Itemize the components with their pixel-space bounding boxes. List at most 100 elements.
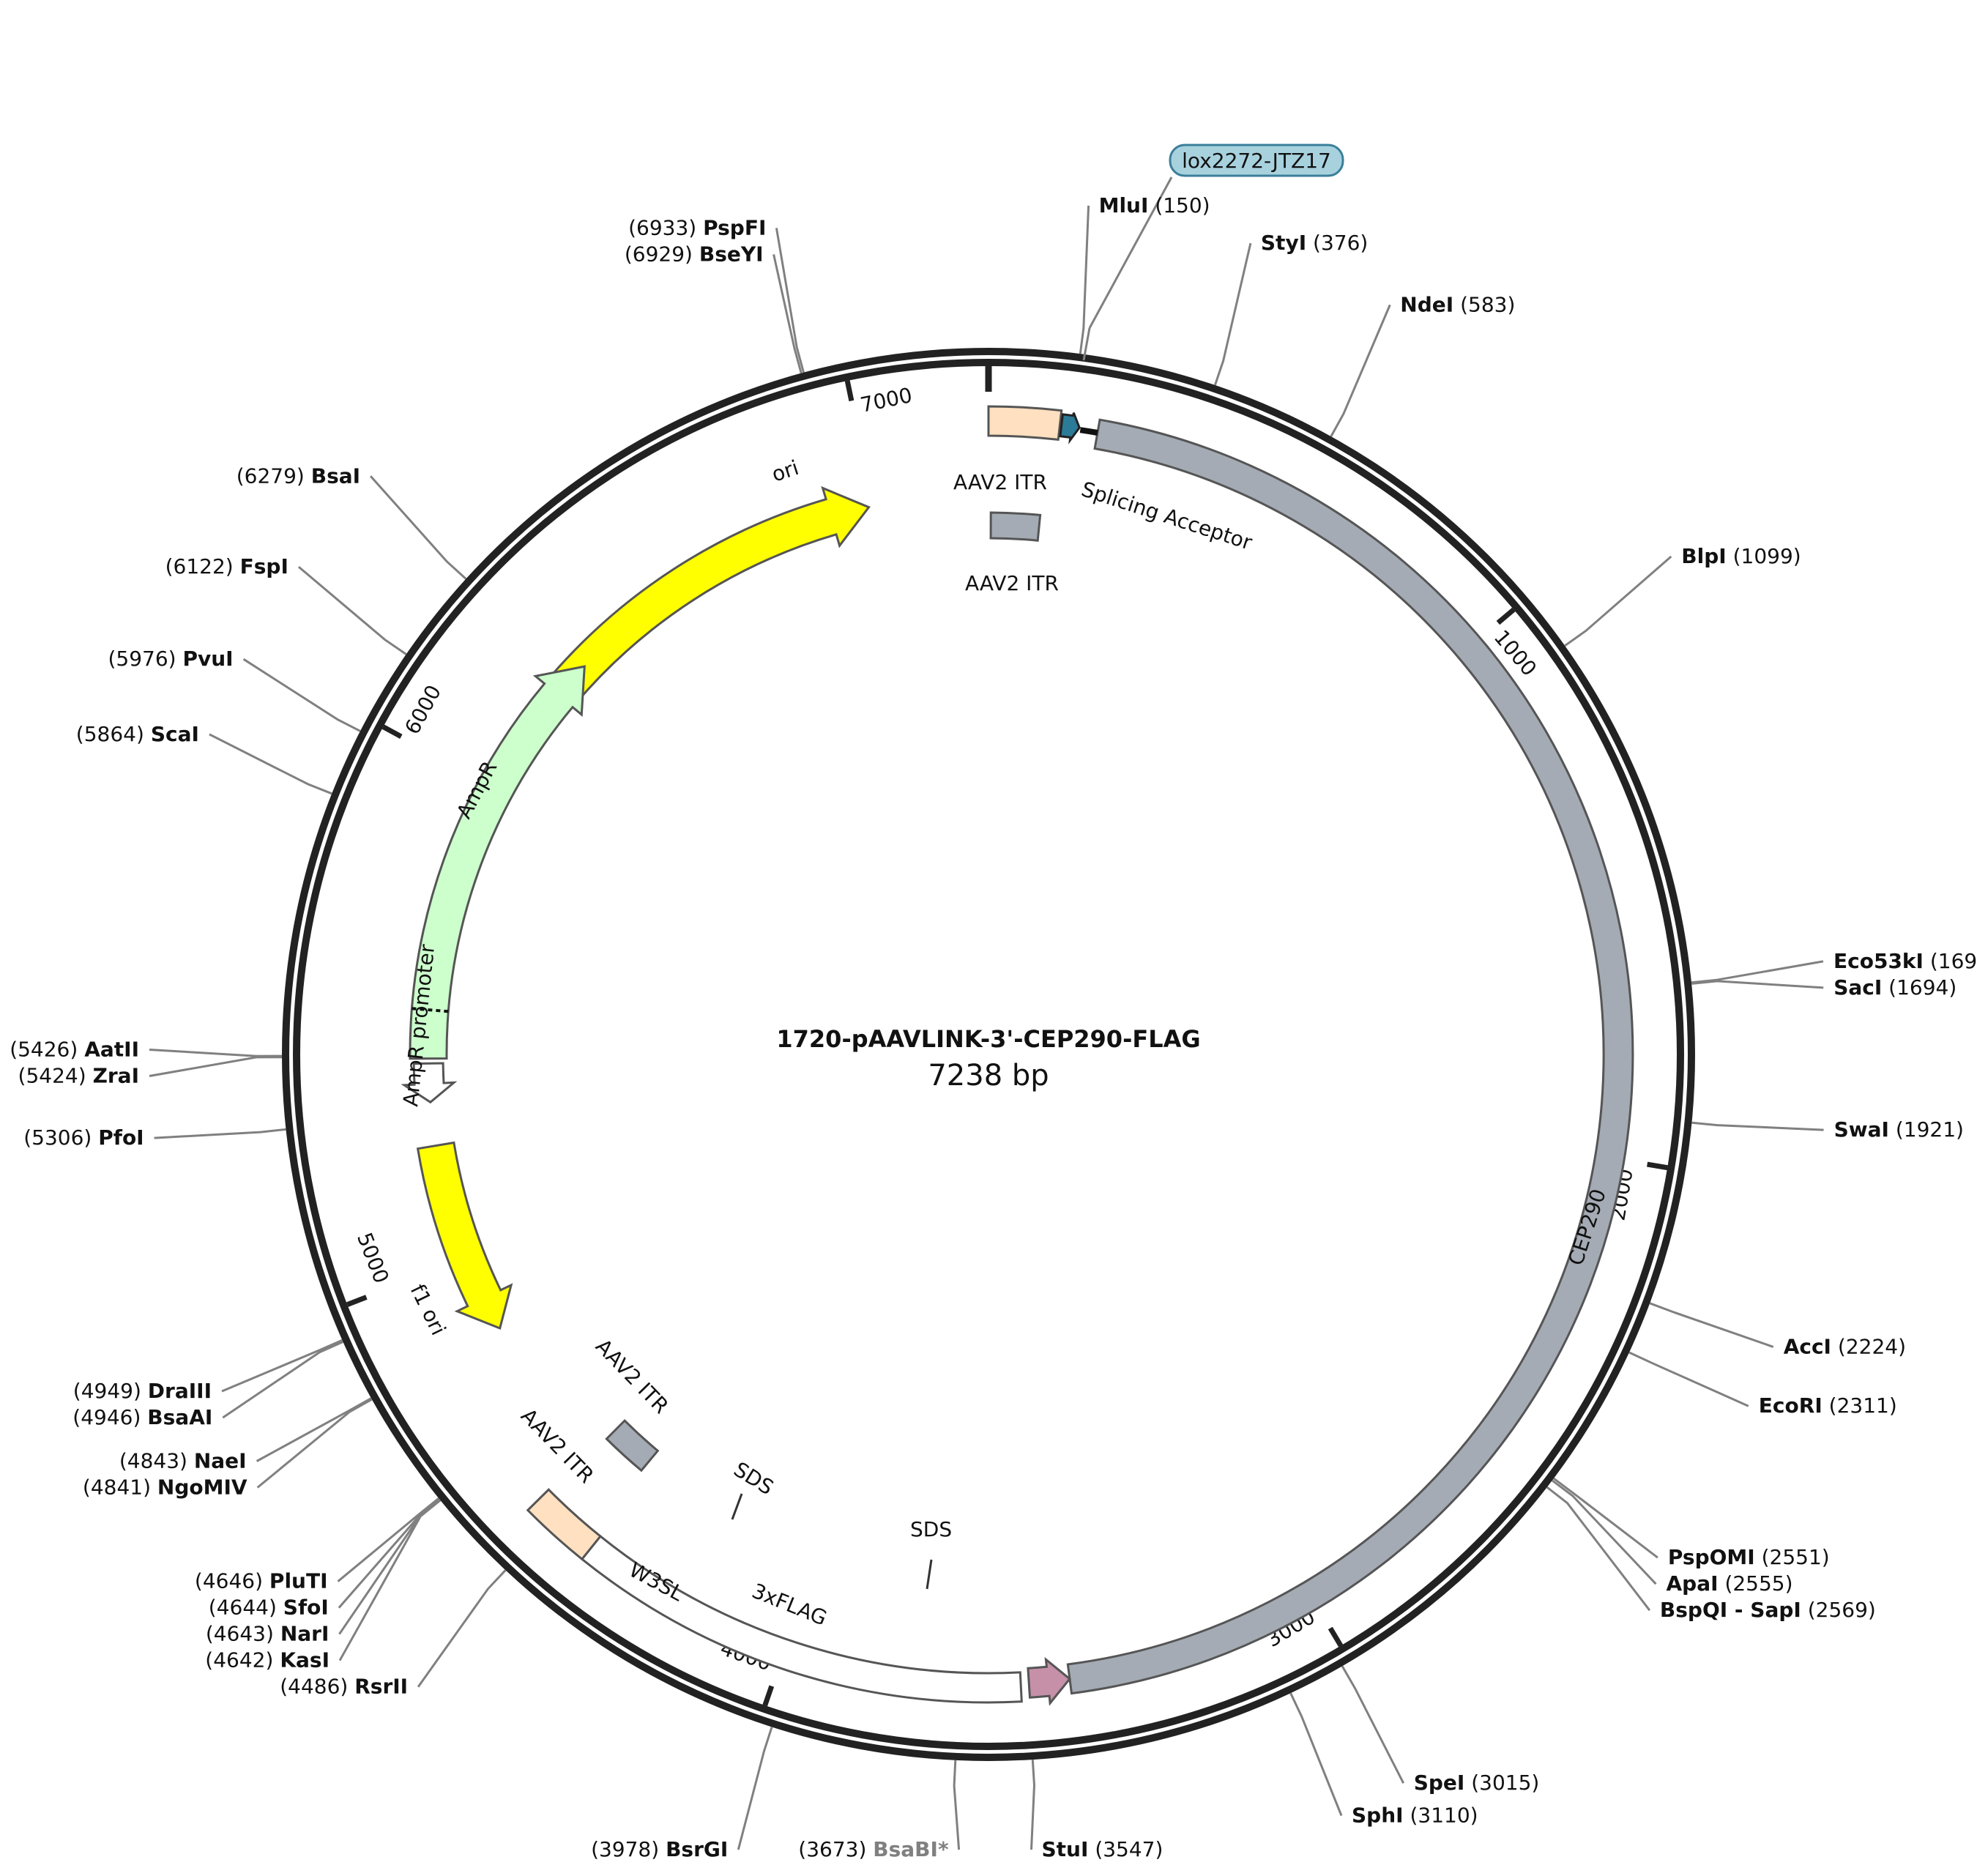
restriction-site-label[interactable]: SphI (3110) bbox=[1352, 1804, 1478, 1828]
site-position: (376) bbox=[1313, 231, 1368, 255]
site-name: SphI bbox=[1352, 1804, 1404, 1828]
lox2272-badge-bg bbox=[1169, 144, 1344, 177]
restriction-site-label[interactable]: SacI (1694) bbox=[1833, 975, 1956, 1000]
w3sl-feature[interactable] bbox=[580, 1534, 1023, 1704]
restriction-site-label[interactable]: SwaI (1921) bbox=[1834, 1117, 1964, 1142]
restriction-site-label[interactable]: (4644) SfoI bbox=[209, 1596, 329, 1620]
restriction-site-label[interactable]: (4841) NgoMIV bbox=[83, 1475, 247, 1500]
site-position: (583) bbox=[1460, 292, 1515, 316]
lox2272-badge[interactable]: lox2272-JTZ17 bbox=[1169, 144, 1344, 177]
site-position: (4949) bbox=[73, 1379, 141, 1403]
restriction-site-label[interactable]: NdeI (583) bbox=[1400, 292, 1515, 316]
backbone-inner-ring bbox=[293, 359, 1684, 1750]
ori-label: ori bbox=[769, 455, 802, 487]
restriction-site-label[interactable]: (3978) BsrGI bbox=[591, 1837, 728, 1861]
tick-label: 7000 bbox=[858, 383, 915, 417]
restriction-site-label[interactable]: StyI (376) bbox=[1261, 231, 1368, 255]
site-line bbox=[953, 1760, 961, 1850]
site-name: BsaBI* bbox=[873, 1837, 949, 1861]
site-position: (4644) bbox=[209, 1596, 277, 1620]
site-position: (2224) bbox=[1838, 1334, 1906, 1358]
site-name: PluTI bbox=[269, 1569, 328, 1593]
restriction-site-label[interactable]: (4643) NarI bbox=[206, 1622, 330, 1646]
site-name: ApaI bbox=[1667, 1571, 1719, 1596]
site-line bbox=[154, 1128, 286, 1139]
itr-bottom-inner-label: AAV2 ITR bbox=[591, 1334, 674, 1418]
restriction-site-label[interactable]: (4949) DraIII bbox=[73, 1379, 212, 1403]
aav2-itr-bottom-outer[interactable] bbox=[526, 1488, 603, 1561]
site-line bbox=[1079, 205, 1090, 354]
site-name: DraIII bbox=[148, 1379, 212, 1403]
site-position: (5976) bbox=[108, 647, 176, 671]
aav2-itr-bottom-inner[interactable] bbox=[605, 1418, 660, 1473]
restriction-site-label[interactable]: AccI (2224) bbox=[1784, 1334, 1906, 1358]
itr-bottom-outer-label: AAV2 ITR bbox=[516, 1404, 599, 1488]
splicing-acceptor-marker[interactable] bbox=[1059, 412, 1081, 444]
site-position: (5426) bbox=[10, 1038, 78, 1062]
restriction-site-label[interactable]: (3673) BsaBI* bbox=[798, 1837, 949, 1861]
site-line bbox=[1649, 1302, 1774, 1348]
cep290-feature[interactable] bbox=[1066, 418, 1634, 1695]
restriction-site-label[interactable]: ApaI (2555) bbox=[1667, 1571, 1793, 1596]
site-position: (1921) bbox=[1896, 1117, 1964, 1142]
site-line bbox=[338, 1499, 442, 1661]
sds-mark-2 bbox=[926, 1559, 933, 1590]
tick-mark bbox=[1647, 1161, 1668, 1171]
plasmid-backbone bbox=[282, 348, 1695, 1761]
restriction-site-label[interactable]: (4642) KasI bbox=[205, 1648, 330, 1672]
site-name: BspQI - SapI bbox=[1660, 1598, 1801, 1622]
site-line bbox=[1551, 1479, 1657, 1585]
site-line bbox=[337, 1497, 440, 1582]
restriction-site-label[interactable]: PspOMI (2551) bbox=[1668, 1545, 1830, 1569]
site-line bbox=[256, 1398, 373, 1489]
restriction-site-label[interactable]: MluI (150) bbox=[1099, 193, 1210, 217]
restriction-site-label[interactable]: (5424) ZraI bbox=[18, 1064, 139, 1088]
restriction-site-label[interactable]: StuI (3547) bbox=[1042, 1837, 1164, 1861]
restriction-site-label[interactable]: (5864) ScaI bbox=[76, 722, 199, 746]
site-line bbox=[297, 565, 407, 655]
sds-mark-1 bbox=[731, 1493, 743, 1520]
site-name: RsrII bbox=[354, 1675, 408, 1699]
site-line bbox=[1628, 1351, 1749, 1407]
restriction-site-label[interactable]: (4946) BsaAI bbox=[72, 1405, 212, 1429]
site-name: SpeI bbox=[1414, 1771, 1465, 1795]
f1-ori-feature[interactable] bbox=[416, 1141, 513, 1330]
restriction-site-label[interactable]: (5976) PvuI bbox=[108, 647, 233, 671]
site-line bbox=[775, 228, 805, 373]
site-line bbox=[1691, 960, 1824, 984]
site-position: (3015) bbox=[1471, 1771, 1539, 1795]
restriction-site-label[interactable]: (6279) BsaI bbox=[237, 464, 360, 488]
aav2-itr-top-inner[interactable] bbox=[989, 511, 1042, 542]
site-position: (4643) bbox=[206, 1622, 274, 1646]
restriction-site-label[interactable]: (4843) NaeI bbox=[119, 1449, 247, 1473]
site-position: (5864) bbox=[76, 722, 144, 746]
site-line bbox=[1341, 1665, 1405, 1784]
restriction-site-label[interactable]: (5426) AatII bbox=[10, 1038, 139, 1062]
site-position: (6122) bbox=[165, 554, 234, 578]
restriction-site-label[interactable]: (6929) BseYI bbox=[625, 242, 764, 266]
site-line bbox=[1213, 242, 1252, 386]
ampr-feature[interactable] bbox=[409, 665, 586, 1060]
site-position: (2311) bbox=[1829, 1393, 1897, 1418]
site-line bbox=[1691, 980, 1824, 989]
map-length: 7238 bp bbox=[928, 1059, 1049, 1093]
ampr-promoter-feature[interactable] bbox=[401, 1062, 458, 1104]
restriction-site-label[interactable]: (4486) RsrII bbox=[280, 1675, 408, 1699]
3xflag-feature[interactable] bbox=[1027, 1656, 1072, 1706]
site-name: MluI bbox=[1099, 193, 1149, 217]
restriction-site-label[interactable]: BspQI - SapI (2569) bbox=[1660, 1598, 1876, 1622]
restriction-site-label[interactable]: (6933) PspFI bbox=[628, 215, 766, 239]
aav2-itr-top-outer[interactable] bbox=[987, 405, 1063, 442]
restriction-site-label[interactable]: (5306) PfoI bbox=[23, 1125, 144, 1150]
restriction-site-label[interactable]: SpeI (3015) bbox=[1414, 1771, 1540, 1795]
ori-feature[interactable] bbox=[546, 485, 871, 705]
site-position: (4843) bbox=[119, 1449, 187, 1473]
restriction-site-label[interactable]: BlpI (1099) bbox=[1681, 544, 1801, 568]
site-line bbox=[1330, 304, 1391, 437]
site-line bbox=[209, 733, 332, 795]
map-center: 1720-pAAVLINK-3'-CEP290-FLAG 7238 bp bbox=[776, 1025, 1200, 1093]
restriction-site-label[interactable]: Eco53kI (1692) bbox=[1833, 949, 1977, 973]
restriction-site-label[interactable]: EcoRI (2311) bbox=[1759, 1393, 1897, 1418]
restriction-site-label[interactable]: (6122) FspI bbox=[165, 554, 288, 578]
restriction-site-label[interactable]: (4646) PluTI bbox=[195, 1569, 328, 1593]
